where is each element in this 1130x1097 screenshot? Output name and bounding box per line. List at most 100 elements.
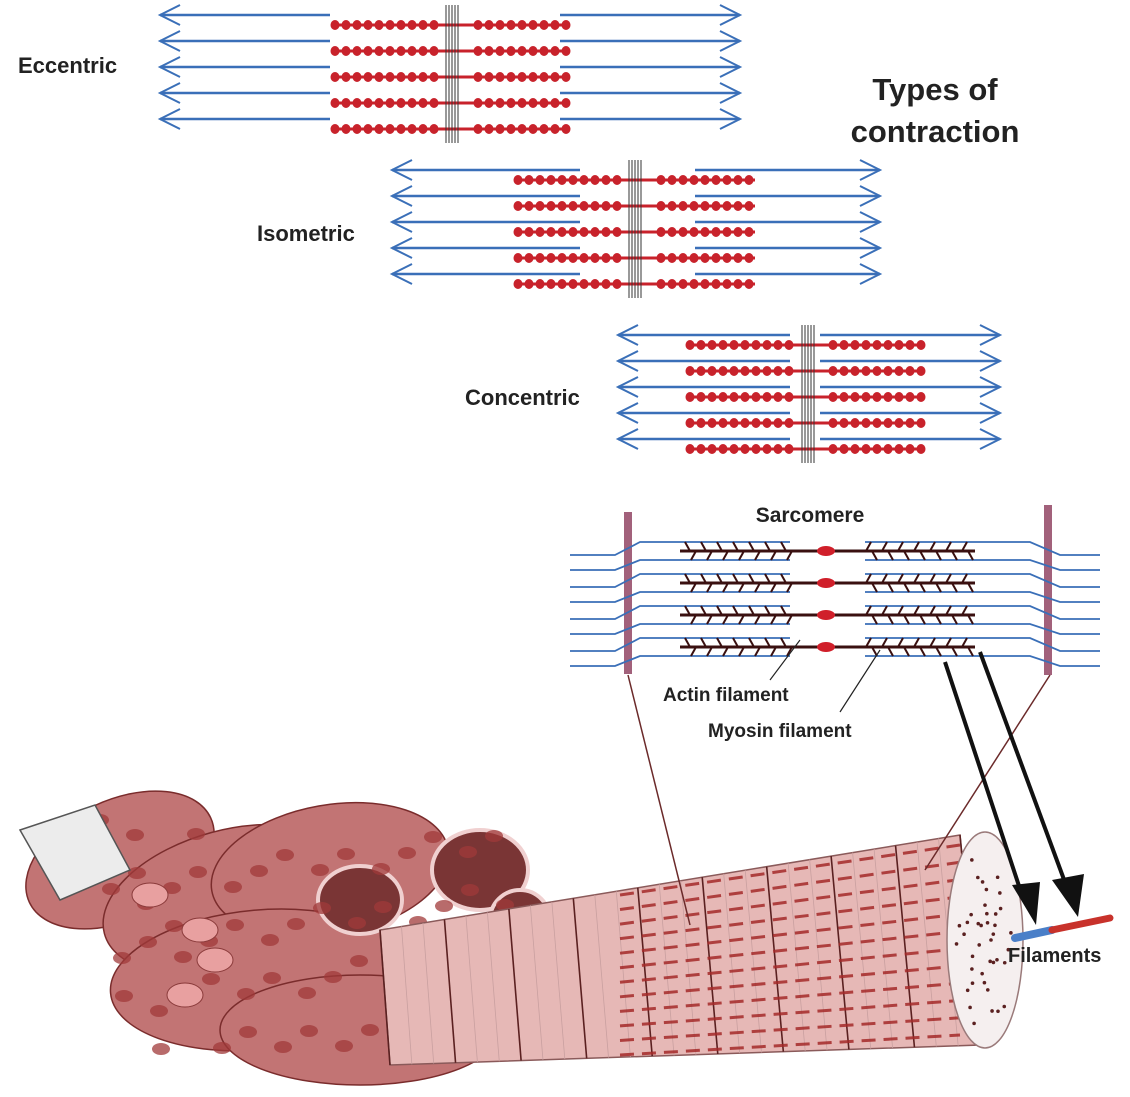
myosin-head [829, 340, 838, 350]
m-line-bulge [817, 610, 835, 620]
myosin-head [741, 340, 750, 350]
myosin-head [580, 227, 589, 237]
myosin-head [906, 444, 915, 454]
myosin-head [745, 175, 754, 185]
myosin-head [701, 253, 710, 263]
myosin-head [657, 227, 666, 237]
myosin-head [408, 72, 417, 82]
myosin-head [485, 72, 494, 82]
myosin-head [752, 340, 761, 350]
myosin-head [562, 46, 571, 56]
myosin-head [734, 253, 743, 263]
myosin-head [873, 366, 882, 376]
myofibril-spot [213, 1042, 231, 1054]
myosin-head [507, 72, 516, 82]
myosin-head [485, 20, 494, 30]
myofibril-spot [300, 1025, 318, 1037]
myosin-head [375, 20, 384, 30]
myosin-head [701, 175, 710, 185]
myosin-head [569, 201, 578, 211]
myosin-head [558, 253, 567, 263]
filament-dot [992, 961, 996, 965]
myosin-head [342, 72, 351, 82]
myofibril-spot [398, 847, 416, 859]
myofibril-spot [459, 846, 477, 858]
myosin-head [342, 20, 351, 30]
m-line-bulge [817, 546, 835, 556]
myosin-head [507, 124, 516, 134]
myosin-head [906, 392, 915, 402]
myosin-head [514, 175, 523, 185]
myosin-head [708, 418, 717, 428]
actin-filament [570, 606, 790, 619]
diagram-title-line1: Types of [872, 72, 998, 107]
myosin-head [895, 444, 904, 454]
myosin-head [763, 444, 772, 454]
myosin-head [419, 98, 428, 108]
filament-dot [990, 1009, 994, 1013]
filament-dot [986, 988, 990, 992]
myofibril-spot [237, 988, 255, 1000]
myofibril-spot [250, 865, 268, 877]
myosin-head [536, 201, 545, 211]
myosin-head [474, 98, 483, 108]
myosin-head [785, 444, 794, 454]
myosin-head [536, 175, 545, 185]
myofibril-spot [113, 952, 131, 964]
myosin-head [540, 72, 549, 82]
myosin-head [386, 98, 395, 108]
concentric-sarcomere-panel [618, 325, 1000, 463]
myosin-head [551, 124, 560, 134]
myosin-head [430, 20, 439, 30]
myosin-head [386, 46, 395, 56]
myosin-head [686, 340, 695, 350]
actin-filament [570, 592, 790, 602]
myosin-head [730, 366, 739, 376]
myosin-head [485, 124, 494, 134]
myosin-head [558, 201, 567, 211]
myosin-head [851, 366, 860, 376]
myosin-head [862, 366, 871, 376]
myofibril-spot [461, 884, 479, 896]
myosin-head [496, 46, 505, 56]
myosin-head [763, 366, 772, 376]
myofibril-spot [348, 917, 366, 929]
myosin-head [496, 98, 505, 108]
myosin-head [690, 175, 699, 185]
myosin-head [679, 279, 688, 289]
filament-dot [993, 923, 997, 927]
myosin-head [331, 72, 340, 82]
myosin-head [906, 418, 915, 428]
myosin-head [496, 72, 505, 82]
filament-dot [962, 932, 966, 936]
actin-filament [865, 624, 1100, 634]
z-disc-right [1044, 505, 1052, 675]
myosin-head [514, 201, 523, 211]
filament-dot [977, 943, 981, 947]
myofibril-spot [115, 990, 133, 1002]
myosin-head [730, 340, 739, 350]
myosin-head [613, 175, 622, 185]
myosin-head [829, 418, 838, 428]
myosin-head [613, 227, 622, 237]
isometric-sarcomere-panel [392, 160, 880, 298]
myosin-head [851, 340, 860, 350]
actin-filament [570, 656, 790, 666]
myosin-head [547, 253, 556, 263]
myosin-head [397, 124, 406, 134]
filament-dot [970, 858, 974, 862]
myosin-head [668, 279, 677, 289]
myosin-head [723, 279, 732, 289]
myosin-head [580, 175, 589, 185]
myosin-head [851, 418, 860, 428]
myosin-head [752, 366, 761, 376]
myosin-head [668, 201, 677, 211]
filament-dot [969, 913, 973, 917]
myosin-head [884, 418, 893, 428]
myofibril-spot [276, 849, 294, 861]
myosin-head [386, 124, 395, 134]
myosin-head [408, 46, 417, 56]
flap [182, 918, 218, 942]
myosin-head [741, 418, 750, 428]
